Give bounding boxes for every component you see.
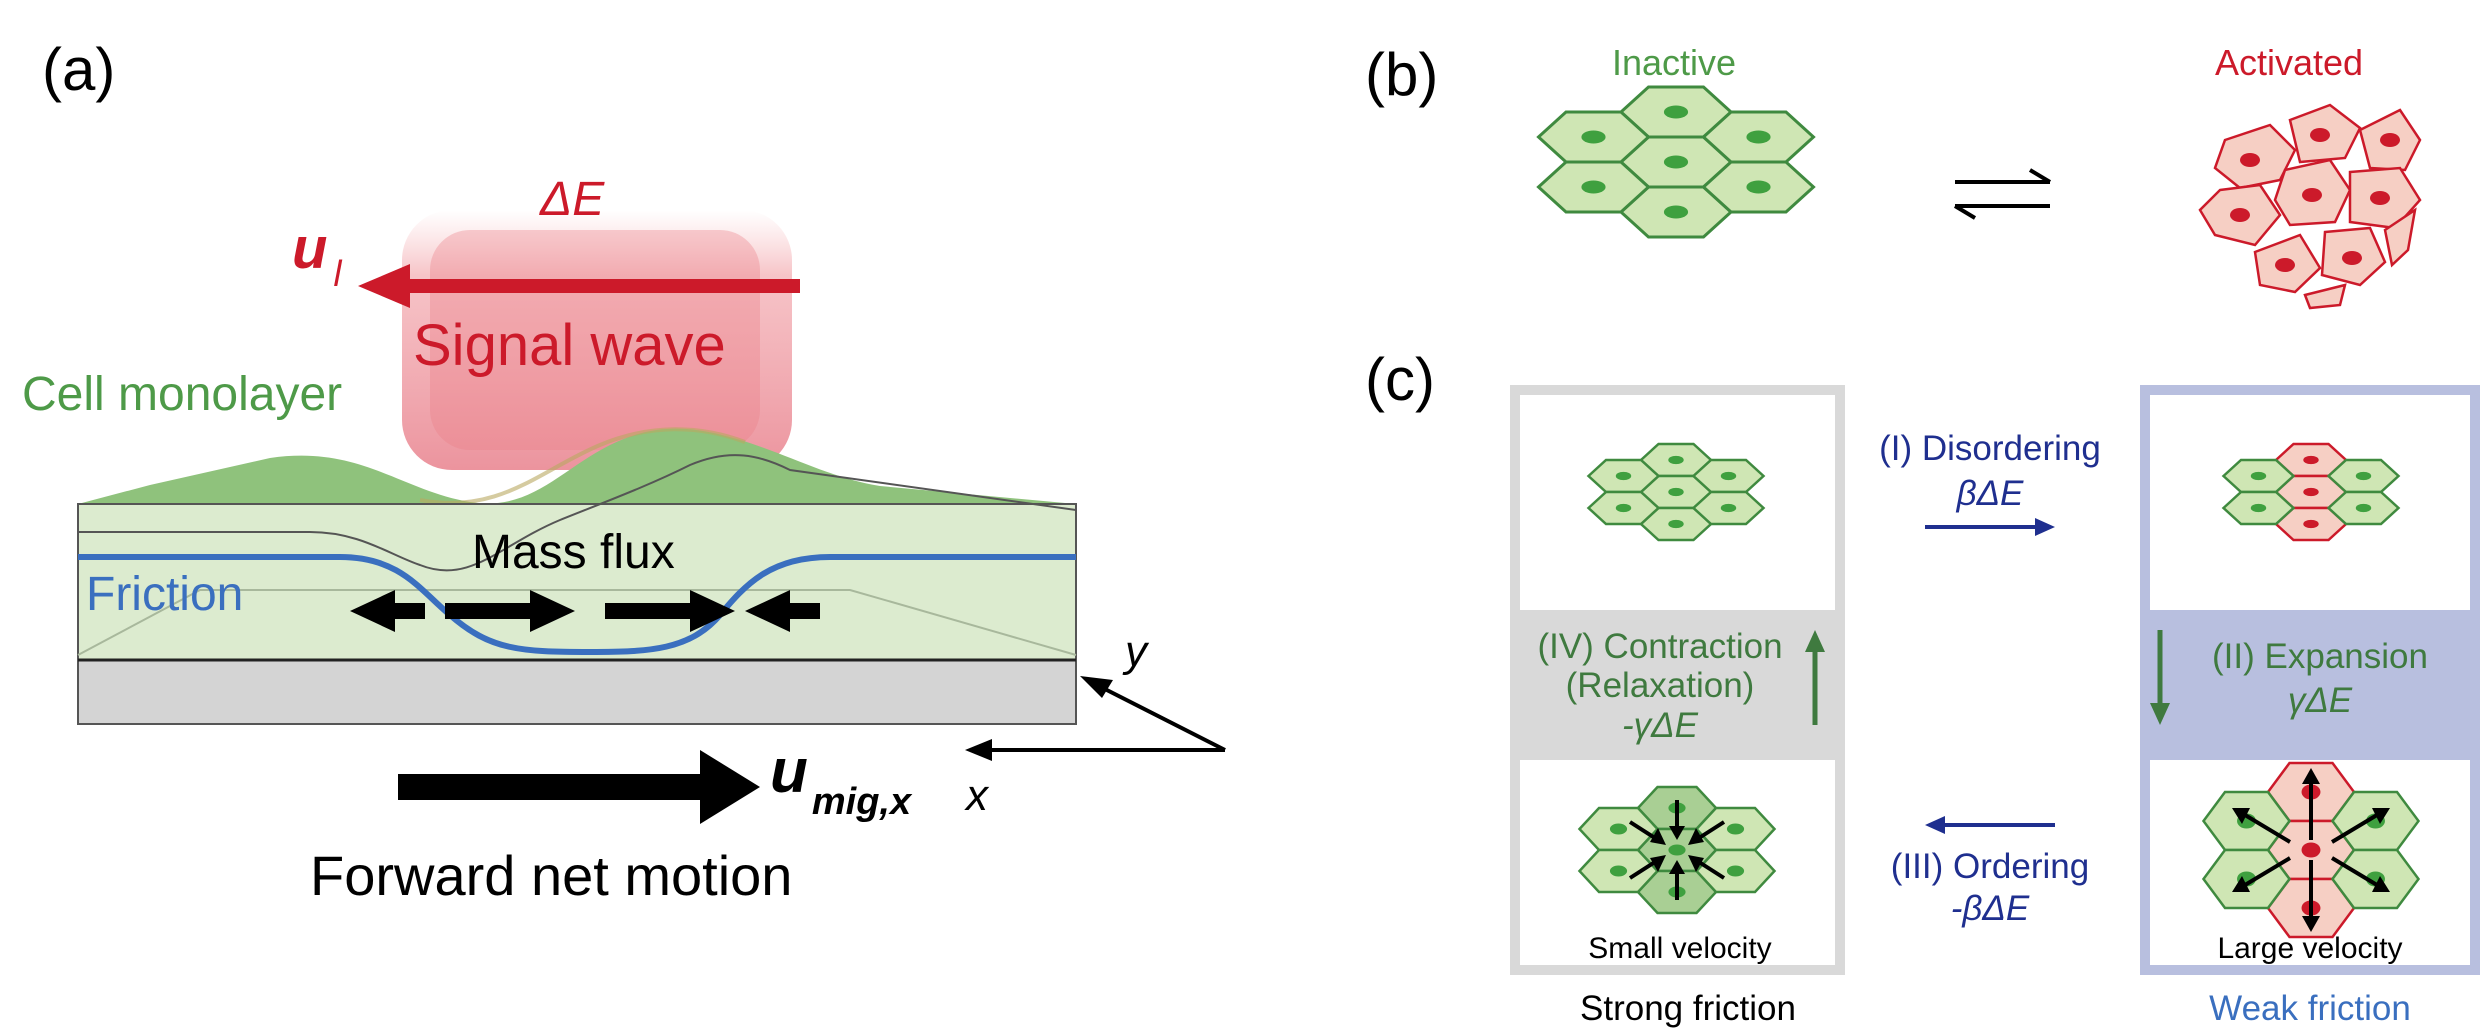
- step3-name: (III) Ordering: [1891, 847, 2089, 886]
- cell-nucleus: [1581, 130, 1606, 144]
- delta-e-label: ΔE: [539, 173, 605, 226]
- contraction-arrows: [1628, 800, 1726, 900]
- cell-nucleus: [2303, 487, 2319, 497]
- small-velocity-label: Small velocity: [1588, 932, 1771, 965]
- substrate-slab: [77, 659, 1077, 725]
- strong-friction-label: Strong friction: [1580, 989, 1796, 1028]
- panel-a-label: (a): [42, 36, 115, 103]
- forward-net-motion-label: Forward net motion: [310, 844, 792, 907]
- weak-bottom-cluster: [2201, 761, 2421, 939]
- axis-y-label: y: [1122, 627, 1150, 676]
- cell-nucleus: [1746, 180, 1771, 194]
- step3-formula: -βΔE: [1951, 889, 2030, 928]
- expansion-arrow: [2150, 630, 2170, 725]
- step4-line2: (Relaxation): [1566, 666, 1755, 705]
- friction-label: Friction: [86, 568, 243, 621]
- inactive-cell-cluster: [1536, 85, 1816, 239]
- migration-arrow: [398, 750, 760, 824]
- cell-nucleus: [1581, 180, 1606, 194]
- cell-monolayer-block: [77, 427, 1077, 662]
- mass-flux-label: Mass flux: [472, 526, 675, 579]
- friction-curve: [78, 554, 1076, 656]
- activated-label: Activated: [2215, 42, 2363, 83]
- cell-nucleus: [1609, 823, 1628, 835]
- step2-name: (II) Expansion: [2212, 637, 2428, 676]
- cell-monolayer-label: Cell monolayer: [22, 368, 342, 421]
- step1-name: (I) Disordering: [1879, 429, 2101, 468]
- contraction-arrow: [1805, 630, 1825, 725]
- cell-nucleus: [1746, 130, 1771, 144]
- expansion-arrows: [2232, 768, 2390, 932]
- disordering-arrow: [1925, 518, 2055, 536]
- large-velocity-label: Large velocity: [2217, 932, 2402, 965]
- panel-c: (c): [1365, 346, 2480, 1028]
- mass-flux-arrows: [350, 590, 820, 632]
- strong-top-cluster: [1586, 442, 1766, 542]
- cell-nucleus: [1663, 105, 1689, 119]
- equilibrium-arrows-icon: [1953, 168, 2052, 220]
- cell-nucleus: [1615, 471, 1632, 481]
- cell-nucleus: [1668, 844, 1686, 856]
- cell-nucleus: [1663, 155, 1689, 169]
- activated-nuclei: [2230, 128, 2400, 272]
- cell-nucleus: [2303, 455, 2319, 465]
- step4-formula: -γΔE: [1622, 706, 1699, 745]
- step1-formula: βΔE: [1956, 474, 2024, 513]
- activated-cell-cluster: [2198, 103, 2422, 310]
- cell-nucleus: [2355, 471, 2372, 481]
- cell-nucleus: [1615, 503, 1632, 513]
- cell-nucleus: [1668, 455, 1684, 465]
- ordering-arrow: [1925, 816, 2055, 834]
- signal-velocity-arrow: [358, 264, 800, 308]
- coordinate-axes: [965, 676, 1226, 761]
- cell-nucleus: [1720, 471, 1737, 481]
- panel-b-label: (b): [1365, 41, 1438, 108]
- weak-friction-label: Weak friction: [2209, 989, 2411, 1028]
- cell-nucleus: [2250, 471, 2267, 481]
- strong-bottom-cluster: [1577, 785, 1777, 915]
- cell-nucleus: [2303, 519, 2319, 529]
- cell-nucleus: [2355, 503, 2372, 513]
- cell-nucleus: [1668, 519, 1684, 529]
- weak-top-cluster: [2221, 442, 2401, 542]
- step4-line1: (IV) Contraction: [1537, 627, 1782, 666]
- cell-nucleus: [1663, 205, 1689, 219]
- signal-wave-label: Signal wave: [413, 313, 726, 378]
- cell-nucleus: [2250, 503, 2267, 513]
- cell-nucleus: [1720, 503, 1737, 513]
- panel-b: (b) Inactive Activated: [1365, 41, 2422, 310]
- panel-a: (a): [22, 36, 1226, 907]
- axis-x-label: x: [964, 771, 990, 820]
- panel-c-label: (c): [1365, 346, 1435, 413]
- cell-nucleus: [2301, 842, 2321, 858]
- cell-nucleus: [1726, 823, 1745, 835]
- inactive-label: Inactive: [1612, 42, 1736, 83]
- cell-nucleus: [1668, 487, 1684, 497]
- cell-nucleus: [1726, 865, 1745, 877]
- cell-nucleus: [1609, 865, 1628, 877]
- step2-formula: γΔE: [2288, 681, 2353, 720]
